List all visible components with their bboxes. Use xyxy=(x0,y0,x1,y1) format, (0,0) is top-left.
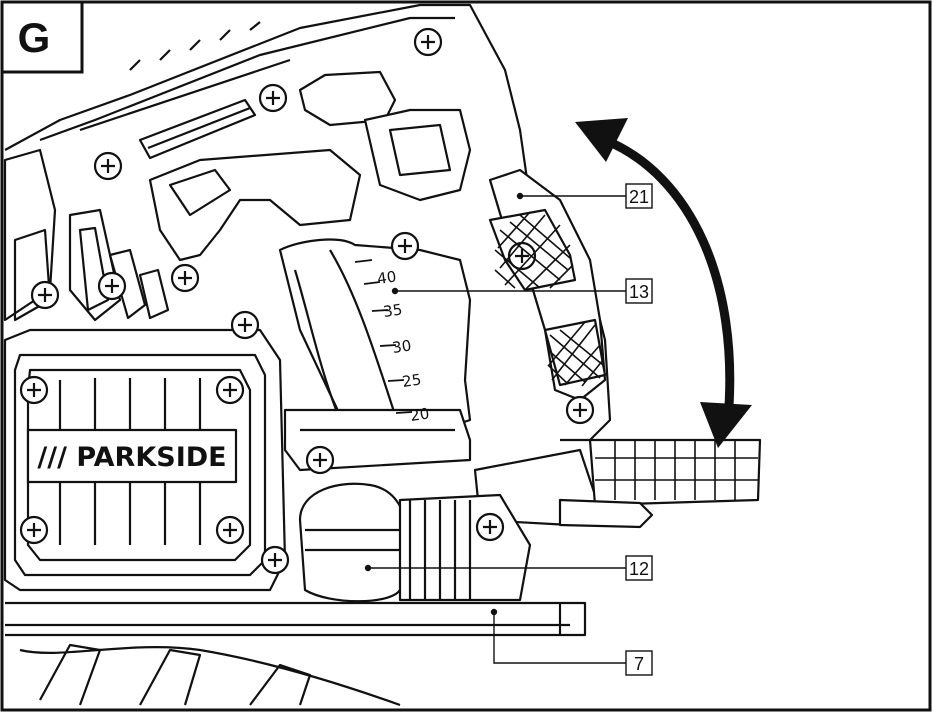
depth-scale: 40 35 30 25 20 xyxy=(354,259,430,425)
screw-icon xyxy=(230,310,260,340)
knurl-pattern xyxy=(494,211,604,387)
callout-label: 21 xyxy=(629,187,649,207)
callout-13: 13 xyxy=(625,278,653,304)
saw-body xyxy=(3,3,762,707)
double-arrow-icon xyxy=(575,118,752,448)
screw-icon xyxy=(97,271,127,301)
callout-21: 21 xyxy=(625,183,653,209)
rail-ribs xyxy=(595,440,758,500)
figure-letter: G xyxy=(18,14,51,61)
screw-icon xyxy=(215,515,245,545)
screw-icon xyxy=(19,515,49,545)
screw-icon xyxy=(30,280,60,310)
callout-label: 12 xyxy=(629,559,649,579)
screw-icon xyxy=(305,445,335,475)
callout-leaders xyxy=(364,192,626,664)
screw-icon xyxy=(258,83,288,113)
scale-mark-30: 30 xyxy=(391,336,412,356)
figure-letter-box: G xyxy=(0,0,84,74)
screw-icon xyxy=(215,375,245,405)
screws xyxy=(19,27,595,575)
screw-icon xyxy=(413,27,443,57)
scale-mark-35: 35 xyxy=(382,300,403,320)
scale-mark-40: 40 xyxy=(376,267,397,287)
callout-7: 7 xyxy=(625,650,653,676)
scale-mark-25: 25 xyxy=(401,370,422,390)
screw-icon xyxy=(565,395,595,425)
callout-label: 7 xyxy=(634,654,644,674)
callout-label: 13 xyxy=(629,282,649,302)
screw-icon xyxy=(475,512,505,542)
screw-icon xyxy=(260,545,290,575)
screw-icon xyxy=(93,151,123,181)
callout-12: 12 xyxy=(625,555,653,581)
screw-icon xyxy=(390,231,420,261)
screw-icon xyxy=(19,375,49,405)
screw-icon xyxy=(170,263,200,293)
scale-mark-20: 20 xyxy=(409,404,430,424)
brand-label: /// PARKSIDE xyxy=(37,442,226,473)
